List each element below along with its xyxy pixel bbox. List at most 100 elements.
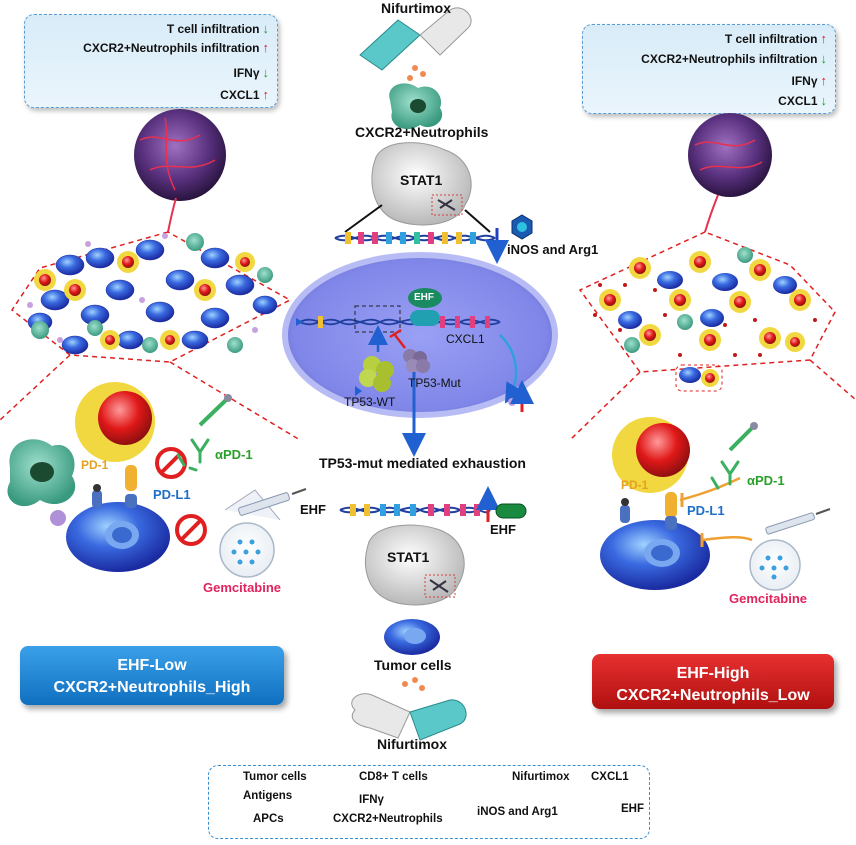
right-summary-box: EHF-High CXCR2+Neutrophils_Low	[592, 654, 834, 709]
inos-label: iNOS and Arg1	[507, 242, 599, 257]
left-tumor-mass	[134, 109, 226, 233]
left-summary-line1: EHF-Low	[117, 657, 187, 674]
down-arrow-icon: ↓	[262, 21, 270, 36]
right-summary-line1: EHF-High	[676, 665, 750, 682]
down-arrow-icon: ↓	[820, 51, 828, 66]
left-block-icon-2	[175, 514, 207, 546]
legend-ehf: EHF	[621, 803, 644, 815]
legend-antigens: Antigens	[243, 790, 293, 802]
left-apd1-label: αPD-1	[215, 447, 253, 462]
right-pd1-receptors	[620, 492, 677, 530]
left-info-cxcl1: CXCL1↑	[220, 87, 269, 102]
right-summary-line2: CXCR2+Neutrophils_Low	[616, 687, 810, 704]
left-info-t-cell: T cell infiltration↓	[166, 21, 270, 36]
nifurtimox-top-label: Nifurtimox	[381, 0, 451, 16]
cxcr2-neutrophils-label: CXCR2+Neutrophils	[355, 124, 489, 140]
right-apd1-label: αPD-1	[747, 473, 785, 488]
down-arrow-icon: ↓	[262, 65, 270, 80]
right-gemcitabine-dish	[749, 539, 801, 591]
left-block-icon-1	[155, 447, 187, 479]
cxcl1-dot-icon	[508, 398, 516, 406]
legend-cxcl1: CXCL1	[591, 771, 629, 783]
right-info-t-cell: T cell infiltration↑	[724, 31, 828, 46]
bottom-capsule-icon	[351, 677, 467, 741]
ehf-left-label: EHF	[300, 502, 326, 517]
left-zoom-lines	[0, 354, 301, 441]
stat1-bottom-protein	[365, 524, 465, 606]
legend-inos: iNOS and Arg1	[477, 806, 558, 818]
left-pd1-receptors	[92, 465, 137, 508]
stat1-bottom-label: STAT1	[387, 549, 430, 565]
top-neutrophil-icon	[389, 83, 443, 130]
cxcl1-nucleus-label: CXCL1	[446, 332, 485, 346]
down-arrow-icon: ↓	[820, 93, 828, 108]
ehf-pill-icon	[495, 503, 527, 519]
exhaustion-label: TP53-mut mediated exhaustion	[319, 455, 526, 471]
tp53-mut-label: TP53-Mut	[408, 376, 461, 390]
up-arrow-icon: ↑	[820, 31, 828, 46]
left-tumor-cell	[66, 502, 170, 572]
left-tissue-cells	[27, 233, 278, 355]
right-gemcitabine-label: Gemcitabine	[729, 591, 808, 606]
bottom-tumor-cell-icon	[384, 619, 440, 655]
ehf-bubble-label: EHF	[414, 292, 434, 303]
stat1-top-protein	[371, 142, 472, 226]
up-arrow-icon: ↑	[820, 73, 828, 88]
legend-box: Tumor cells CD8+ T cells Nifurtimox CXCL…	[208, 765, 650, 839]
left-antibody-icon	[176, 438, 210, 472]
nifurtimox-bottom-label: Nifurtimox	[377, 736, 447, 752]
right-info-box: T cell infiltration↑ CXCR2+Neutrophils i…	[582, 24, 836, 114]
nucleus-dna-strand	[299, 305, 501, 333]
right-pdl1-label: PD-L1	[687, 503, 725, 518]
tp53-mut-inhibit	[394, 334, 406, 349]
legend-tumor-cells: Tumor cells	[243, 771, 307, 783]
inos-hexagon-icon	[511, 214, 533, 240]
inhibit-bar-icon	[389, 328, 402, 339]
legend-nifurtimox: Nifurtimox	[512, 771, 570, 783]
left-info-box: T cell infiltration↓ CXCR2+Neutrophils i…	[24, 14, 278, 108]
right-info-cxcl1: CXCL1↓	[778, 93, 827, 108]
left-gemcitabine-label: Gemcitabine	[203, 580, 282, 595]
left-info-neutrophils: CXCR2+Neutrophils infiltration↑	[83, 40, 269, 55]
right-antibody-inhibit-line	[679, 476, 741, 502]
nucleus-dna-left-arrow-icon	[296, 318, 303, 326]
left-pdl1-label: PD-L1	[153, 487, 191, 502]
right-tissue-cells	[593, 247, 817, 392]
top-capsule-icon	[359, 7, 472, 81]
stat1-top-label: STAT1	[400, 172, 443, 188]
right-info-neutrophils: CXCR2+Neutrophils infiltration↓	[641, 51, 827, 66]
nucleus-oval	[282, 252, 558, 418]
left-apc	[7, 439, 76, 526]
tumor-cells-label: Tumor cells	[374, 657, 452, 673]
tp53-wt-label: TP53-WT	[344, 395, 396, 409]
right-t-cell	[612, 417, 690, 493]
left-gemcitabine-dish	[219, 489, 281, 578]
up-arrow-icon: ↑	[262, 40, 270, 55]
ehf-bubble-icon	[408, 288, 442, 308]
right-info-ifng: IFNγ↑	[791, 73, 827, 88]
right-antibody-icon	[710, 460, 740, 490]
right-gem-inhibit-line	[701, 536, 753, 542]
right-pd1-label: PD-1	[621, 478, 649, 492]
left-pd1-label: PD-1	[81, 458, 109, 472]
tp53-wt-left-arrow-icon	[355, 386, 362, 396]
right-syringe-icon	[765, 508, 831, 535]
up-arrow-icon: ↑	[262, 87, 270, 102]
stat1-binding-lines	[344, 204, 491, 233]
tp53-mut-protein	[403, 349, 430, 373]
legend-ifng: IFNγ	[359, 794, 384, 806]
right-syringe-small-icon	[728, 422, 758, 452]
left-syringe-icon	[238, 488, 307, 516]
legend-apcs: APCs	[253, 813, 284, 825]
top-dna-strand	[334, 232, 496, 244]
left-syringe-small-icon	[198, 394, 232, 427]
ehf-right-label: EHF	[490, 522, 516, 537]
right-tumor-cell	[600, 520, 710, 590]
legend-neutrophils: CXCR2+Neutrophils	[333, 813, 443, 825]
legend-cd8: CD8+ T cells	[359, 771, 428, 783]
left-t-cell	[75, 382, 155, 462]
tp53-wt-protein	[359, 356, 394, 392]
left-summary-box: EHF-Low CXCR2+Neutrophils_High	[20, 646, 284, 705]
right-zoom-lines	[569, 359, 856, 441]
